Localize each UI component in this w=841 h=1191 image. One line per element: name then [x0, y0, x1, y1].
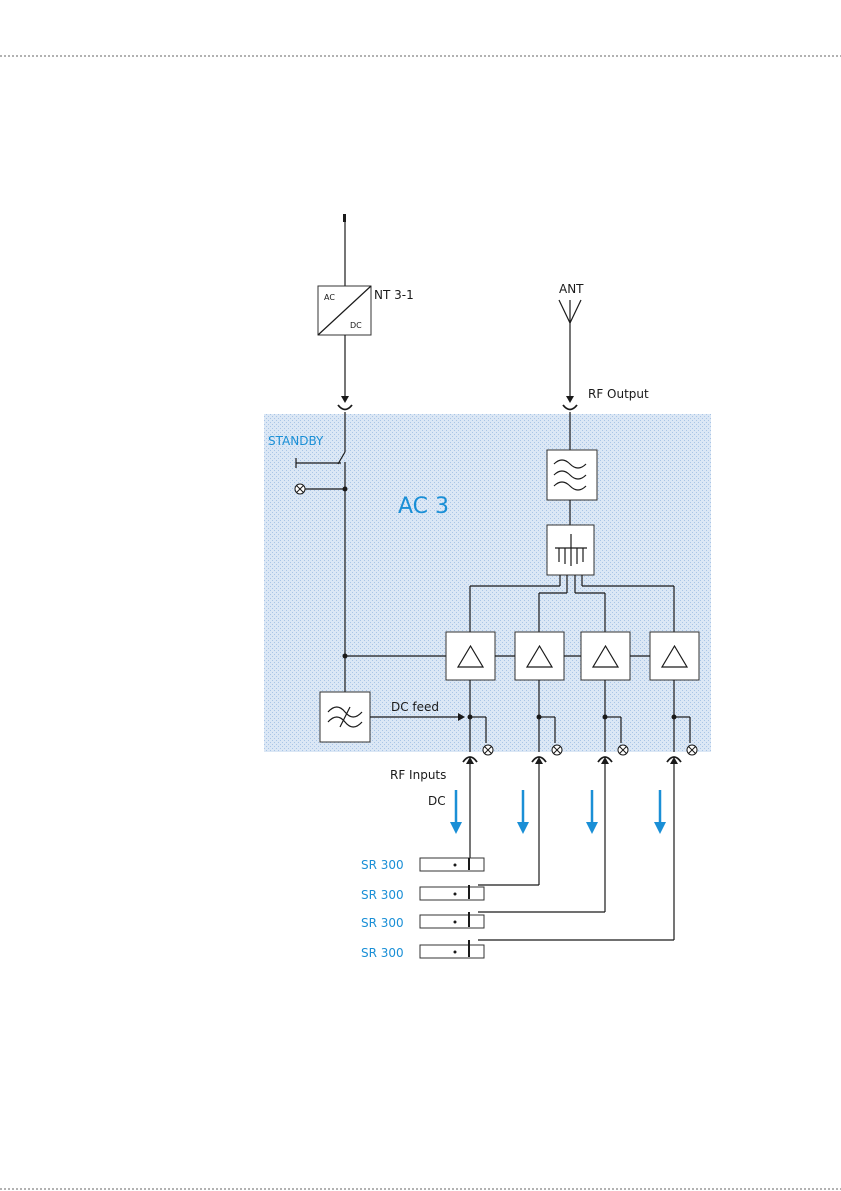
rf-output-label: RF Output	[588, 387, 649, 401]
receiver-1-label: SR 300	[361, 858, 404, 872]
amplifier-2-icon	[515, 632, 564, 680]
psu-ac-label: AC	[324, 293, 335, 302]
mains-plug	[343, 214, 346, 222]
rf-inputs-label: RF Inputs	[390, 768, 446, 782]
psu-dc-label: DC	[350, 321, 362, 330]
amplifier-3-icon	[581, 632, 630, 680]
splitter-icon	[547, 525, 594, 575]
dc-label: DC	[428, 794, 446, 808]
ac-dc-converter-icon: AC DC	[318, 286, 371, 335]
receiver-1: SR 300	[361, 858, 484, 872]
receiver-3-label: SR 300	[361, 916, 404, 930]
dc-arrow-1-icon	[450, 790, 462, 834]
receiver-2: SR 300	[361, 885, 484, 902]
rf-output-connector-icon	[563, 396, 577, 410]
amplifier-4-icon	[650, 632, 699, 680]
device-title: AC 3	[398, 494, 449, 519]
receiver-4-label: SR 300	[361, 946, 404, 960]
dc-in-connector-icon	[338, 396, 352, 410]
dc-arrow-3-icon	[586, 790, 598, 834]
antenna-icon	[559, 300, 581, 400]
bandpass-filter-icon	[547, 450, 597, 500]
standby-label: STANDBY	[268, 434, 324, 448]
dc-feed-label: DC feed	[391, 700, 439, 714]
receiver-2-label: SR 300	[361, 888, 404, 902]
receiver-4: SR 300	[361, 940, 484, 960]
standby-lamp-icon	[295, 484, 305, 494]
dc-arrow-2-icon	[517, 790, 529, 834]
amplifier-1-icon	[446, 632, 495, 680]
dc-arrow-4-icon	[654, 790, 666, 834]
psu-label: NT 3-1	[374, 288, 414, 302]
antenna-label: ANT	[559, 282, 584, 296]
lowpass-filter-icon	[320, 692, 370, 742]
receiver-3: SR 300	[361, 912, 484, 930]
